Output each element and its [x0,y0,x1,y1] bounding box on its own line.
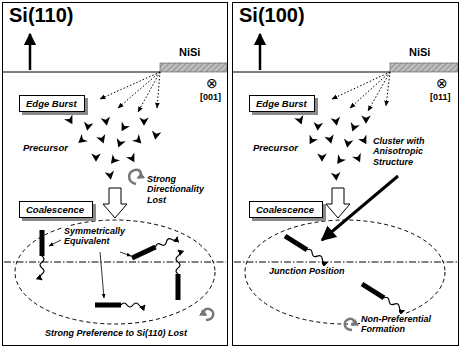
process-box: Edge Burst [249,95,315,112]
precursor-particle [361,115,371,123]
precursor-particle [294,115,306,126]
precursor-particle [333,154,346,166]
box-label: Coalescence [26,204,86,215]
precursor-particle [331,172,341,181]
rod-cluster [131,235,178,261]
material-label: NiSi [408,46,431,59]
note-label: Strong Preference to Si(110) Lost [14,328,218,338]
normal-arrow [29,34,32,70]
nisi-layer [160,63,227,72]
axis-symbol: ⊗ [435,75,449,91]
pointer-arrow [120,252,131,256]
burst-arrow [386,72,390,106]
precursor-particle [317,153,327,161]
precursor-particle [82,122,93,132]
precursor-particle [331,117,342,127]
junction-line [234,262,457,263]
precursor-particle [150,131,161,141]
panel-title: Si(110) [9,4,73,27]
pointer-arrow [100,252,104,298]
pointer-arrow [49,240,61,246]
burst-arrow [100,72,160,99]
precursor-particle [107,154,120,167]
leader-arrow [322,176,398,240]
precursor-particle [139,117,149,125]
precursor-particle [126,152,139,164]
burst-arrow [138,72,160,112]
precursor-particle [117,121,130,133]
material-label: NiSi [178,46,201,59]
precursor-particle [75,134,88,147]
axis-symbol: ⊗ [205,75,219,91]
precursor-particle [64,114,77,126]
process-box: Edge Burst [19,95,85,112]
coalescence-region [15,220,215,324]
precursor-particle [352,153,364,165]
stage-label: Precursor [22,143,69,154]
hollow-arrow [326,188,350,218]
note-label: Cluster with Anisotropic Structure [372,136,458,167]
rod-cluster [176,250,181,300]
curl-arrow [204,309,213,320]
precursor-particle [114,138,126,149]
rod-cluster [284,234,329,265]
rod-cluster [361,282,406,313]
nisi-layer [390,63,458,72]
rod-cluster [40,230,45,280]
surface-line [232,72,390,73]
process-box: Coalescence [249,201,323,218]
precursor-particle [313,122,323,131]
precursor-particle [105,171,116,181]
rod-cluster [95,303,145,308]
note-label: Symmetrically Equivalent [63,226,135,247]
precursor-particle [101,117,112,127]
box-label: Coalescence [256,204,316,215]
surface-line [2,72,160,73]
precursor-cluster [64,114,161,180]
burst-arrow [157,72,160,108]
burst-arrow [118,72,160,108]
panel-title: Si(100) [239,4,305,27]
hollow-arrow [103,188,127,218]
curl-arrow [345,319,354,330]
burst-arrow [350,72,390,108]
burst-arrows [100,72,160,112]
normal-arrow [259,34,262,70]
box-label: Edge Burst [26,98,78,109]
coalescence-region [245,220,445,324]
precursor-particle [324,134,335,145]
stage-label: Precursor [252,143,299,154]
burst-arrow [368,72,390,111]
equivalence-arrows [49,240,131,298]
precursor-particle [96,134,108,145]
precursor-particle [348,122,360,133]
note-label: Junction Position [268,266,346,276]
precursor-cluster [294,115,371,181]
process-box: Coalescence [19,201,93,218]
box-label: Edge Burst [256,98,308,109]
precursor-particle [132,134,145,147]
junction-line [4,262,226,263]
precursor-particle [91,153,101,161]
burst-arrows [332,72,390,111]
precursor-particle [358,134,371,146]
precursor-particle [342,139,353,149]
burst-arrow [332,72,390,99]
direction-label: [001] [199,92,222,102]
direction-label: [011] [429,92,452,102]
curl-arrow [129,170,141,184]
precursor-particle [305,134,318,146]
note-label: Non-Preferential Formation [360,314,442,335]
note-label: Strong Directionality Lost [146,174,226,205]
